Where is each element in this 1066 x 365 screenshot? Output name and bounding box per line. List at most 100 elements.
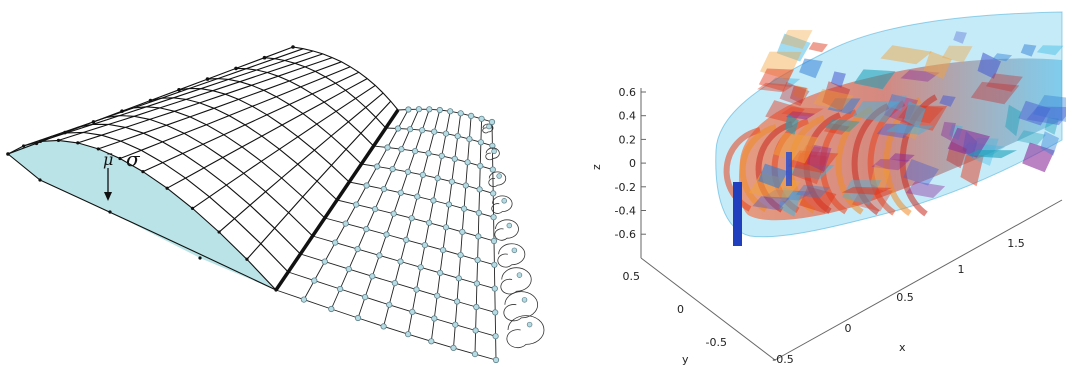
wake-node: [369, 273, 376, 280]
wake-streamwise-line: [300, 253, 496, 313]
wake-node: [332, 239, 339, 246]
wake-node: [397, 258, 404, 265]
wake-node: [394, 125, 402, 132]
wake-node: [434, 292, 441, 299]
wake-node: [328, 305, 335, 313]
root-lower-surface: [7, 153, 277, 291]
spanwise-line: [166, 78, 368, 189]
y-tick-labels: 0.50-0.5: [623, 270, 728, 349]
leading-edge-node: [120, 109, 124, 113]
wake-node: [363, 226, 370, 233]
wake-fragment: [786, 164, 835, 180]
wake-node: [452, 321, 459, 328]
wake-fragment: [796, 184, 830, 199]
wake-node: [342, 220, 349, 227]
rollup-spiral: [494, 219, 519, 241]
wake-fragment: [776, 33, 811, 62]
y-tick-label: -0.5: [706, 336, 727, 349]
z-tick-label: -0.6: [615, 228, 636, 241]
wake-streamwise-line: [361, 163, 494, 194]
root-node: [22, 144, 26, 148]
wake-fragment: [752, 196, 790, 211]
leading-edge-node: [63, 130, 67, 135]
wing-nodes: [6, 45, 295, 292]
root-node: [38, 139, 43, 143]
wake-node: [459, 228, 466, 235]
wake-node: [488, 118, 496, 126]
wake-node: [467, 112, 475, 120]
wake-fragment: [773, 132, 819, 164]
wake-fragment: [799, 58, 823, 79]
wake-fragment: [889, 153, 915, 162]
wake-3d-plot: 0.60.40.20-0.2-0.4-0.6 0.50-0.5 -0.500.5…: [590, 11, 1066, 365]
rollup-node: [526, 321, 533, 328]
wake-fragment: [953, 31, 967, 44]
x-axis-line: [774, 199, 1063, 361]
spanwise-line: [142, 71, 360, 173]
vortex-shell: [851, 103, 890, 216]
wake-node: [436, 106, 443, 114]
root-node: [96, 147, 100, 151]
wake-node: [455, 275, 462, 282]
wake-node: [409, 308, 416, 315]
wake-fragment: [780, 30, 813, 49]
wake-fragment: [880, 45, 933, 65]
wake-fragment: [1032, 95, 1066, 122]
wake-streamwise-line: [349, 181, 494, 218]
wake-node: [466, 136, 473, 143]
wake-fragment: [876, 123, 916, 139]
spanwise-line: [218, 92, 384, 233]
wake-fragment: [853, 69, 896, 90]
rollup-spiral: [491, 195, 513, 214]
wake-surface-cloud: [715, 11, 1066, 238]
wake-node: [408, 215, 415, 222]
vortex-shell: [803, 112, 842, 214]
wake-node: [354, 314, 362, 322]
wake-node: [413, 286, 420, 293]
wake-node: [462, 182, 469, 189]
spanwise-line: [77, 57, 333, 144]
spanwise-line: [58, 53, 323, 141]
wake-node: [336, 285, 344, 293]
rollup-spiral: [506, 315, 545, 348]
wake-fragment: [1020, 44, 1037, 57]
wake-fragment: [1005, 104, 1022, 137]
wake-node: [419, 127, 426, 134]
wake-fragment: [1040, 131, 1059, 156]
wake-node: [406, 126, 414, 133]
wake-node: [354, 246, 361, 253]
wake-node: [439, 247, 447, 254]
wake-node: [386, 301, 393, 308]
z-tick-label: 0: [629, 157, 636, 170]
wake-node: [474, 256, 481, 264]
wake-node: [411, 148, 419, 155]
vortex-shell: [819, 109, 858, 215]
wake-node: [389, 166, 396, 173]
wake-node: [453, 298, 461, 305]
wake-fragment: [903, 125, 921, 140]
wake-node: [430, 197, 437, 204]
rollup-node: [516, 272, 523, 278]
wake-fragment: [799, 186, 837, 214]
wake-streamwise-line: [288, 271, 496, 337]
wake-node: [442, 130, 450, 137]
wake-node: [491, 285, 498, 292]
wake-fragment: [887, 94, 907, 111]
x-tick-labels: -0.500.511.5: [772, 237, 1024, 365]
rollup-node: [496, 173, 502, 179]
rollup-node: [511, 247, 518, 254]
wake-fragment: [870, 164, 891, 192]
wake-rollup-spirals: [482, 123, 545, 348]
root-node: [38, 178, 42, 182]
wake-node: [425, 150, 432, 157]
x-tick-label: 0.5: [896, 291, 914, 304]
wake-fragment: [1036, 45, 1064, 56]
root-node: [198, 256, 202, 260]
wake-node: [431, 315, 438, 322]
wake-node: [384, 144, 391, 151]
wake-fragment: [1017, 130, 1046, 145]
wake-node: [431, 128, 438, 135]
wake-node: [415, 106, 422, 113]
x-tick-label: -0.5: [772, 353, 793, 365]
